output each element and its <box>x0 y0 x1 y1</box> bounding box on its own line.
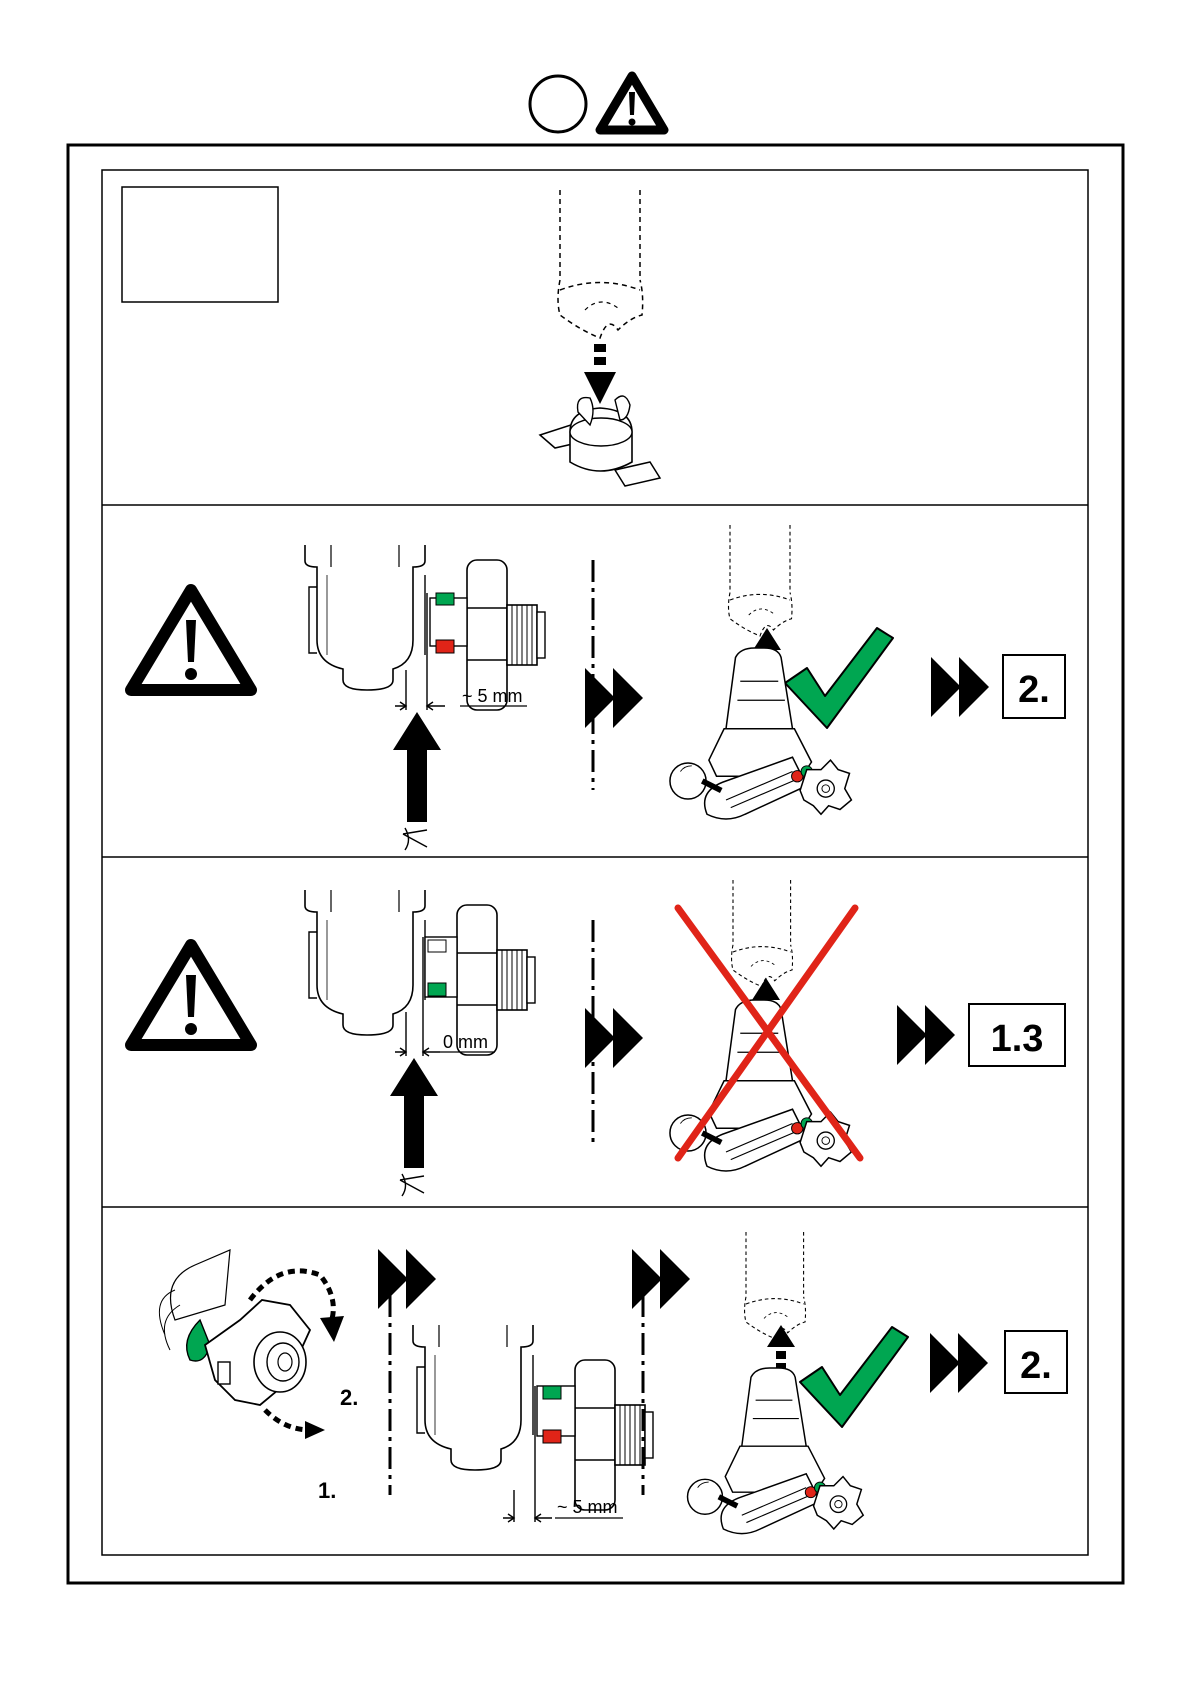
warning-triangle-icon <box>131 945 251 1045</box>
next-double-arrow-icon <box>378 1249 436 1309</box>
receiver-tube-illustration <box>745 1232 806 1339</box>
next-double-arrow-icon <box>930 1333 988 1393</box>
svg-text:2.: 2. <box>1018 669 1050 711</box>
reference-box-step-1-3: 1.3 <box>969 1004 1065 1066</box>
next-double-arrow-icon <box>585 668 643 728</box>
green-checkmark-icon <box>785 628 893 728</box>
gap-label-0mm: 0 mm <box>443 1032 488 1052</box>
next-double-arrow-icon <box>585 1008 643 1068</box>
housing-side-view <box>305 890 535 1056</box>
towbar-illustration <box>670 648 851 819</box>
eye-arrow-icon <box>390 1058 438 1196</box>
indicator-red <box>436 640 454 653</box>
gap-label-5mm: ~ 5 mm <box>462 686 523 706</box>
step-label-1: 1. <box>318 1478 336 1503</box>
next-double-arrow-icon <box>632 1249 690 1309</box>
indicator-red <box>543 1430 561 1443</box>
header-warning-triangle-icon <box>600 76 664 130</box>
next-double-arrow-icon <box>931 657 989 717</box>
knob-turn-illustration <box>159 1250 344 1439</box>
reference-box-step-2: 2. <box>1003 655 1065 718</box>
indicator-green <box>428 983 446 996</box>
receiver-tube-illustration <box>558 190 643 338</box>
indicator-green <box>543 1386 561 1399</box>
next-double-arrow-icon <box>897 1005 955 1065</box>
dashed-down-arrow-icon <box>584 344 616 404</box>
eye-arrow-icon <box>393 712 441 850</box>
gap-label-5mm: ~ 5 mm <box>557 1497 618 1517</box>
receiver-tube-illustration <box>732 880 793 987</box>
svg-text:1.3: 1.3 <box>991 1018 1044 1060</box>
empty-note-box <box>122 187 278 302</box>
svg-text:2.: 2. <box>1020 1345 1052 1387</box>
receiver-tube-illustration <box>729 525 793 636</box>
housing-side-view <box>413 1325 653 1522</box>
header-circle-icon <box>530 76 586 132</box>
reference-box-step-2: 2. <box>1005 1331 1067 1393</box>
warning-triangle-icon <box>131 590 251 690</box>
protective-cap-illustration <box>540 396 660 486</box>
step-label-2: 2. <box>340 1385 358 1410</box>
green-checkmark-icon <box>800 1327 908 1427</box>
indicator-green <box>436 593 454 605</box>
